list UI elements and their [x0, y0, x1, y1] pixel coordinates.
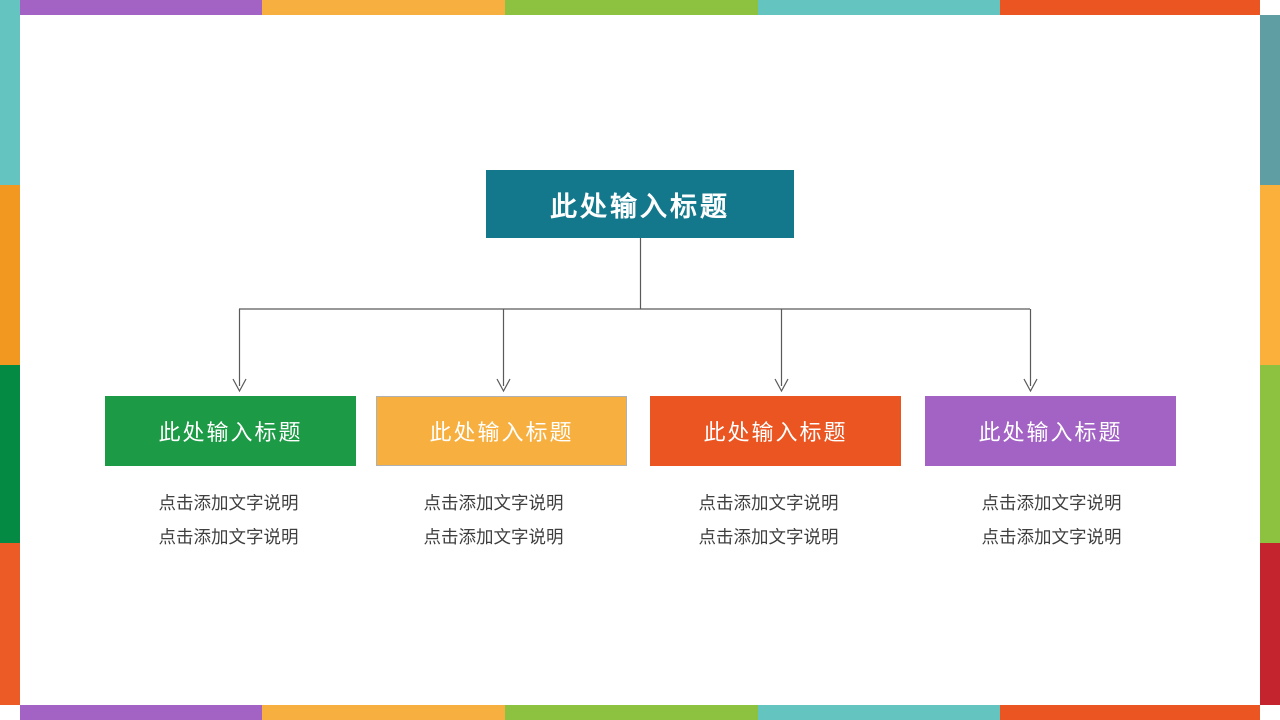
child-node-box-2[interactable]: 此处输入标题	[376, 396, 627, 466]
right-bar-segment-4	[1260, 543, 1280, 705]
child-caption-4-line-1: 点击添加文字说明	[981, 493, 1122, 513]
left-bar-segment-2	[0, 185, 20, 365]
top-bar-segment-1	[20, 0, 262, 15]
child-caption-2-line-1: 点击添加文字说明	[423, 493, 564, 513]
arrowhead-4	[1023, 378, 1038, 393]
left-bar-segment-1	[0, 0, 20, 185]
title-node-box[interactable]: 此处输入标题	[486, 170, 794, 238]
child-caption-3[interactable]: 点击添加文字说明 点击添加文字说明	[643, 486, 894, 554]
child-node-box-4[interactable]: 此处输入标题	[925, 396, 1176, 466]
right-bar-segment-3	[1260, 365, 1280, 543]
arrowhead-1	[232, 378, 247, 393]
right-bar-segment-1	[1260, 15, 1280, 185]
right-bar-segment-2	[1260, 185, 1280, 365]
child-caption-1-line-1: 点击添加文字说明	[158, 493, 299, 513]
child-node-box-1[interactable]: 此处输入标题	[105, 396, 356, 466]
bottom-bar-segment-4	[758, 705, 1000, 720]
top-bar-segment-5	[1000, 0, 1260, 15]
bottom-bar-segment-5	[1000, 705, 1260, 720]
bottom-bar-segment-2	[262, 705, 505, 720]
bottom-bar-segment-1	[20, 705, 262, 720]
child-caption-2[interactable]: 点击添加文字说明 点击添加文字说明	[368, 486, 619, 554]
left-bar-segment-4	[0, 543, 20, 705]
left-bar-segment-3	[0, 365, 20, 543]
arrowhead-2	[496, 378, 511, 393]
top-bar-segment-3	[505, 0, 758, 15]
title-node-label: 此处输入标题	[550, 191, 730, 222]
child-node-label-1: 此处输入标题	[158, 420, 303, 445]
child-caption-1-line-2: 点击添加文字说明	[158, 527, 299, 547]
child-caption-4-line-2: 点击添加文字说明	[981, 527, 1122, 547]
child-caption-1[interactable]: 点击添加文字说明 点击添加文字说明	[103, 486, 354, 554]
top-bar-segment-2	[262, 0, 505, 15]
child-node-label-2: 此处输入标题	[429, 420, 574, 445]
child-node-box-3[interactable]: 此处输入标题	[650, 396, 901, 466]
child-caption-4[interactable]: 点击添加文字说明 点击添加文字说明	[926, 486, 1177, 554]
child-caption-3-line-2: 点击添加文字说明	[698, 527, 839, 547]
child-node-label-4: 此处输入标题	[978, 420, 1123, 445]
bottom-bar-segment-3	[505, 705, 758, 720]
child-node-label-3: 此处输入标题	[703, 420, 848, 445]
arrowhead-3	[774, 378, 789, 393]
child-caption-3-line-1: 点击添加文字说明	[698, 493, 839, 513]
top-bar-segment-4	[758, 0, 1000, 15]
child-caption-2-line-2: 点击添加文字说明	[423, 527, 564, 547]
